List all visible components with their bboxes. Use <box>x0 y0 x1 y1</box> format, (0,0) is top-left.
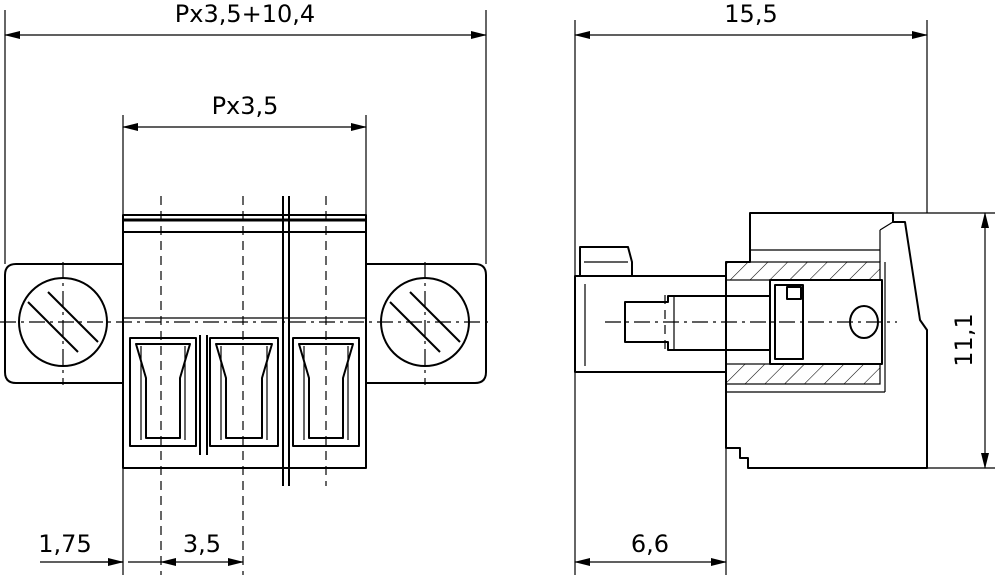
connector-body <box>122 214 367 469</box>
svg-text:Px3,5+10,4: Px3,5+10,4 <box>175 0 315 28</box>
housing-outline <box>725 212 928 469</box>
dim-pin-offset: 6,6 <box>574 530 727 566</box>
plug-body <box>574 275 727 373</box>
dim-height: 11,1 <box>950 212 989 469</box>
dim-total-width: Px3,5+10,4 <box>4 0 487 39</box>
dim-pitch-span: Px3,5 <box>122 92 367 131</box>
contact-pin <box>624 295 771 351</box>
svg-text:11,1: 11,1 <box>950 313 978 366</box>
svg-text:15,5: 15,5 <box>724 0 777 28</box>
left-flange <box>4 263 123 384</box>
left-screw <box>18 277 108 367</box>
svg-text:1,75: 1,75 <box>38 530 91 558</box>
wire-entry-2 <box>209 337 279 447</box>
dim-depth: 15,5 <box>574 0 928 39</box>
side-view <box>574 20 995 575</box>
svg-text:6,6: 6,6 <box>631 530 669 558</box>
dim-pitch: 3,5 <box>160 530 244 566</box>
svg-text:Px3,5: Px3,5 <box>212 92 279 120</box>
dim-edge-offset: 1,75 <box>38 530 161 566</box>
front-view <box>0 10 490 575</box>
wire-entry-3 <box>292 337 360 447</box>
hatched-section-top <box>725 261 881 281</box>
wire-entry-1 <box>129 337 197 447</box>
right-flange <box>366 263 487 384</box>
svg-text:3,5: 3,5 <box>183 530 221 558</box>
hatched-section-bottom <box>725 363 881 385</box>
